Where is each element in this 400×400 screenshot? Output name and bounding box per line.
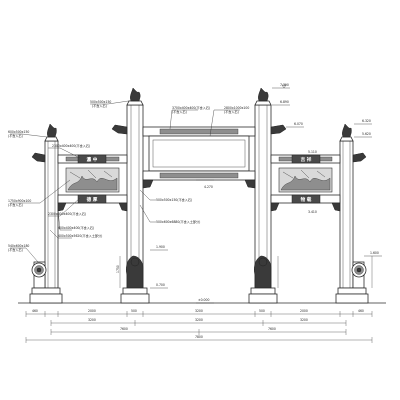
dim-total-right: 7600	[268, 327, 276, 331]
lion-statue-right	[254, 255, 272, 289]
dim-left-vertical: 1750	[116, 265, 120, 273]
annotation-600: 600x500x150	[8, 130, 29, 134]
dim-total-left: 7600	[120, 327, 128, 331]
dim-seg4: 3200	[195, 309, 203, 313]
annotation-2300-top: 2300x400x400(不含入石)	[52, 143, 90, 148]
central-gate	[111, 87, 287, 304]
dim-mid-center: 3200	[195, 318, 203, 322]
elev-1900: 1.900	[156, 245, 165, 249]
elev-0700: 0.700	[156, 283, 165, 287]
elev-3410: 3.410	[308, 210, 317, 214]
annotation-540: 540x600x180	[8, 244, 29, 248]
outer-post-right	[339, 140, 354, 289]
plinth-outer-right	[337, 287, 367, 295]
left-wing: 瀛 中 德 厚	[29, 123, 128, 304]
plaque-left-upper: 瀛 中	[87, 156, 98, 163]
outer-cap-right	[342, 123, 352, 138]
annotation-3700-sub: (不含入石)	[172, 109, 187, 114]
bracket-right-outer	[352, 152, 367, 163]
bracket-left-outer	[31, 152, 46, 163]
plaque-right-lower: 物 载	[301, 196, 312, 203]
outer-cap-left	[47, 123, 57, 138]
annotation-3700: 3700x400x400(不含入石)	[172, 105, 210, 110]
dim-seg6: 2000	[300, 309, 308, 313]
elev-4270: 4.270	[204, 185, 213, 189]
plinth-right	[250, 287, 276, 295]
annotation-leaders	[10, 99, 240, 263]
annotation-500x500x150b: 500x500x150(不含入石)	[156, 197, 192, 202]
dim-seg2: 2000	[88, 309, 96, 313]
annotation-500x600: 500x600x6880(不含入土部分)	[156, 219, 200, 224]
bracket-right-top	[270, 124, 287, 135]
elevation-marks: 7.390 6.890 6.320 6.070 5.620 5.110 4.27…	[150, 83, 382, 304]
plinth-left	[122, 287, 148, 295]
dim-seg1: 460	[32, 309, 38, 313]
elev-6890: 6.890	[280, 100, 289, 104]
dim-mid-right: 3200	[300, 318, 308, 322]
lion-statue-left	[126, 255, 144, 289]
plaque-left-lower: 德 厚	[87, 196, 98, 203]
annotation-1750: 1750x900x100	[8, 199, 31, 203]
annotation-400x400: 400x400x400(不含入石)	[58, 225, 94, 230]
post-cap-ornament-right	[258, 87, 269, 102]
plaque-right-upper: 吉 祥	[301, 156, 312, 163]
bracket-left-top	[111, 124, 128, 135]
dim-seg7: 460	[358, 309, 364, 313]
elev-6320: 6.320	[362, 119, 371, 123]
dim-seg3: 500	[131, 309, 137, 313]
post-cap-ornament-left	[130, 87, 141, 102]
dim-mid-left: 3200	[88, 318, 96, 322]
annotation-500x500x150: 500x500x150	[90, 100, 111, 104]
annotation-500x500x150-sub: (不含入石)	[92, 103, 107, 108]
plinth-outer-left	[31, 287, 61, 295]
central-panel	[148, 135, 250, 172]
elev-5620: 5.620	[362, 132, 371, 136]
elev-5110: 5.110	[308, 150, 317, 154]
dim-seg5: 500	[259, 309, 265, 313]
annotation-2300-low: 2300x400x400(不含入石)	[48, 211, 86, 216]
right-wing: 吉 祥 物 载	[270, 123, 369, 304]
annotation-600-sub: (不含入石)	[8, 133, 23, 138]
annotation-2800-sub: (不含入石)	[224, 109, 239, 114]
elev-1600: 1.600	[370, 251, 379, 255]
annotation-540-sub: (不含入石)	[8, 247, 23, 252]
elev-6070: 6.070	[294, 122, 303, 126]
dim-bottom: 7800	[195, 335, 203, 339]
elev-0000: ±0.000	[198, 298, 209, 302]
dimension-lines: 460 2000 500 3200 500 2000 460 3200 3200…	[25, 309, 373, 343]
drum-stone-left	[31, 261, 47, 289]
drum-stone-right	[351, 261, 367, 289]
annotation-1750-sub: (不含入石)	[8, 202, 23, 207]
annotation-2800: 2800x1000x100	[224, 106, 249, 110]
vertical-dims: 1750	[116, 256, 373, 288]
elev-7390: 7.390	[280, 83, 289, 87]
annotation-400x500: 400x500x5620(不含入土部分)	[58, 233, 102, 238]
